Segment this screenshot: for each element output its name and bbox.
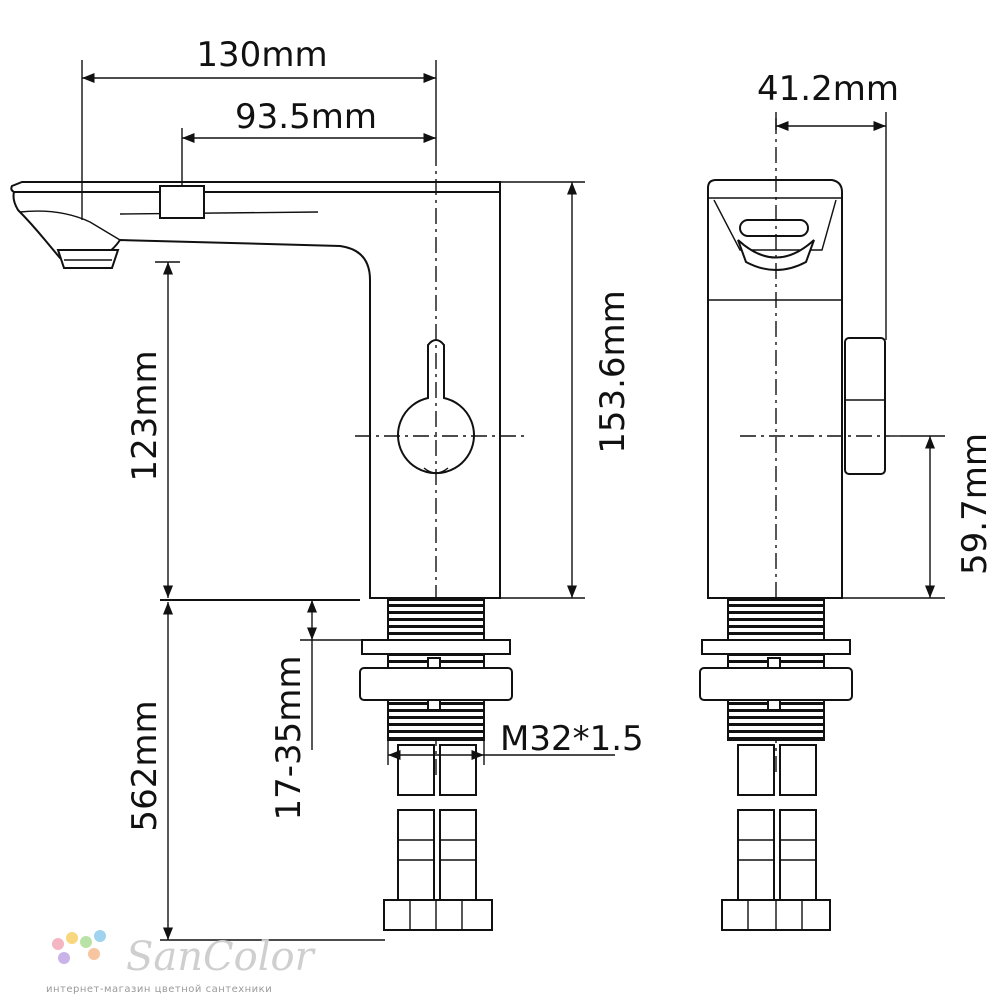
dim-body-width: 41.2mm: [757, 69, 899, 109]
dim-sensor-offset: 93.5mm: [235, 97, 377, 137]
side-handle: [844, 337, 886, 475]
dim-thread: M32*1.5: [500, 719, 644, 759]
supply-hoses: [383, 744, 493, 931]
side-supply-hoses: [721, 744, 831, 931]
logo-dots-icon: [52, 930, 106, 964]
dim-counter-thickness: 17-35mm: [269, 655, 309, 820]
mounting-nut: [359, 667, 513, 701]
watermark-tagline: интернет-магазин цветной сантехники: [46, 984, 272, 995]
dim-overall-height: 153.6mm: [593, 290, 633, 454]
logo-dot: [58, 952, 70, 964]
washer: [361, 639, 511, 655]
sancolor-watermark: SanColor интернет-магазин цветной сантех…: [46, 930, 317, 995]
dimension-lines-side: [775, 112, 945, 599]
side-view: [699, 118, 900, 931]
dim-hose-length: 562mm: [125, 700, 165, 831]
spout-top: [10, 181, 501, 193]
logo-dot: [66, 932, 78, 944]
logo-dot: [80, 936, 92, 948]
side-body: [707, 179, 843, 599]
dim-spout-height: 123mm: [125, 350, 165, 481]
side-aerator: [737, 239, 815, 271]
dim-total-length: 130mm: [196, 35, 327, 75]
logo-dot: [94, 930, 106, 942]
dim-handle-height: 59.7mm: [955, 433, 995, 575]
logo-dot: [52, 938, 64, 950]
watermark-brand: SanColor: [126, 934, 317, 980]
aerator: [56, 249, 120, 269]
logo-dot: [88, 948, 100, 960]
dimension-lines-front: [81, 60, 615, 940]
handle-lever: [397, 339, 475, 475]
sensor-window: [159, 185, 205, 219]
